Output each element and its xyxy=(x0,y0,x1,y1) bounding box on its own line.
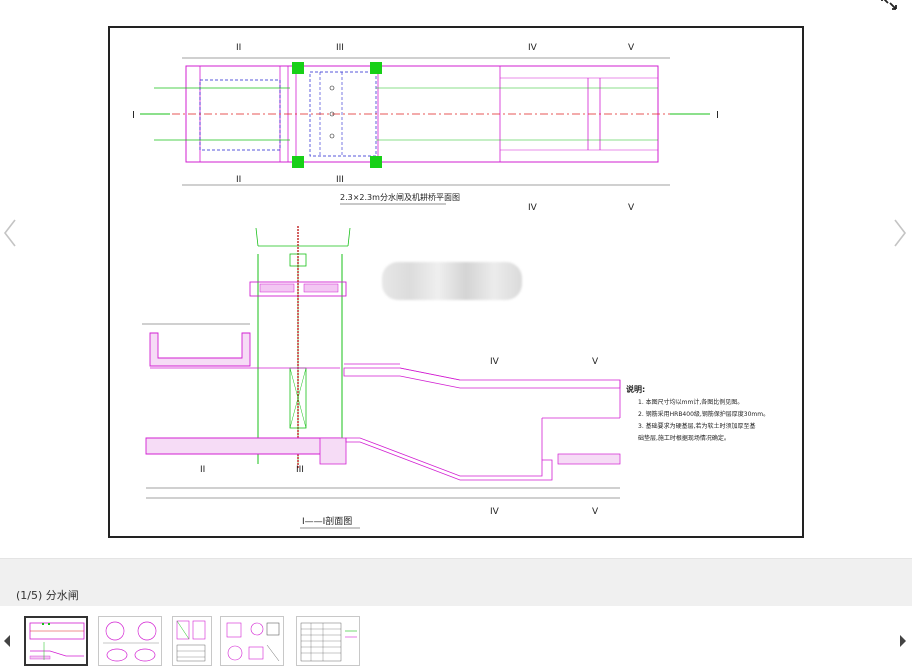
caption-index: (1/5) xyxy=(16,589,43,602)
section-mark-II-top: II xyxy=(236,43,241,53)
section-mark-IV-lower: IV xyxy=(528,203,538,213)
chevron-right-icon[interactable] xyxy=(892,218,908,248)
plan-view: I I II III IV V II III IV V 2.3×2.3m分水闸及… xyxy=(132,43,719,213)
thumbnail-3[interactable] xyxy=(172,616,212,666)
notes-block: 说明: 1. 本图尺寸均以mm计,各图比例见图。 2. 钢筋采用HRB400级,… xyxy=(626,384,769,442)
image-viewer: I I II III IV V II III IV V 2.3×2.3m分水闸及… xyxy=(2,0,908,538)
chevron-left-icon[interactable] xyxy=(2,218,18,248)
thumb-prev-arrow-icon[interactable] xyxy=(2,634,12,648)
plan-title: 2.3×2.3m分水闸及机耕桥平面图 xyxy=(340,192,460,202)
caption-bar: (1/5) 分水闸 xyxy=(0,558,912,606)
section-mark-III-section: III xyxy=(296,465,304,475)
section-mark-II-section: II xyxy=(200,465,205,475)
caption-title: 分水闸 xyxy=(45,589,79,602)
section-mark-I-left: I xyxy=(132,110,135,121)
note-line-1: 1. 本图尺寸均以mm计,各图比例见图。 xyxy=(638,398,743,406)
thumb-next-arrow-icon[interactable] xyxy=(898,634,908,648)
section-mark-V-section: V xyxy=(592,357,599,367)
notes-heading: 说明: xyxy=(626,384,645,394)
image-caption: (1/5) 分水闸 xyxy=(16,587,79,603)
section-mark-II-bottom: II xyxy=(236,175,241,185)
section-title: I——I剖面图 xyxy=(302,515,352,527)
section-mark-IV-top: IV xyxy=(528,43,538,53)
section-mark-III-top: III xyxy=(336,43,344,53)
thumbnail-2[interactable] xyxy=(98,616,162,666)
section-mark-I-right: I xyxy=(716,110,719,121)
section-mark-IV-foot: IV xyxy=(490,507,500,517)
section-mark-V-top: V xyxy=(628,43,635,53)
section-mark-IV-section: IV xyxy=(490,357,500,367)
note-line-3: 3. 基础要求为硬基层,若为软土时须加厚至基 xyxy=(638,422,756,430)
thumbnail-5[interactable] xyxy=(296,616,360,666)
blurred-watermark xyxy=(382,262,522,300)
section-mark-V-foot: V xyxy=(592,507,599,517)
section-mark-III-bottom: III xyxy=(336,175,344,185)
note-line-4: 础垫层,施工时根据现场情况确定。 xyxy=(638,434,730,442)
note-line-2: 2. 钢筋采用HRB400级,钢筋保护层厚度30mm。 xyxy=(638,410,769,418)
thumbnail-4[interactable] xyxy=(220,616,284,666)
section-mark-V-lower: V xyxy=(628,203,635,213)
thumbnail-strip xyxy=(0,606,912,670)
expand-icon[interactable] xyxy=(880,0,898,10)
section-view: II III IV V IV V I——I剖面图 xyxy=(142,226,621,529)
thumbnail-1[interactable] xyxy=(24,616,88,666)
